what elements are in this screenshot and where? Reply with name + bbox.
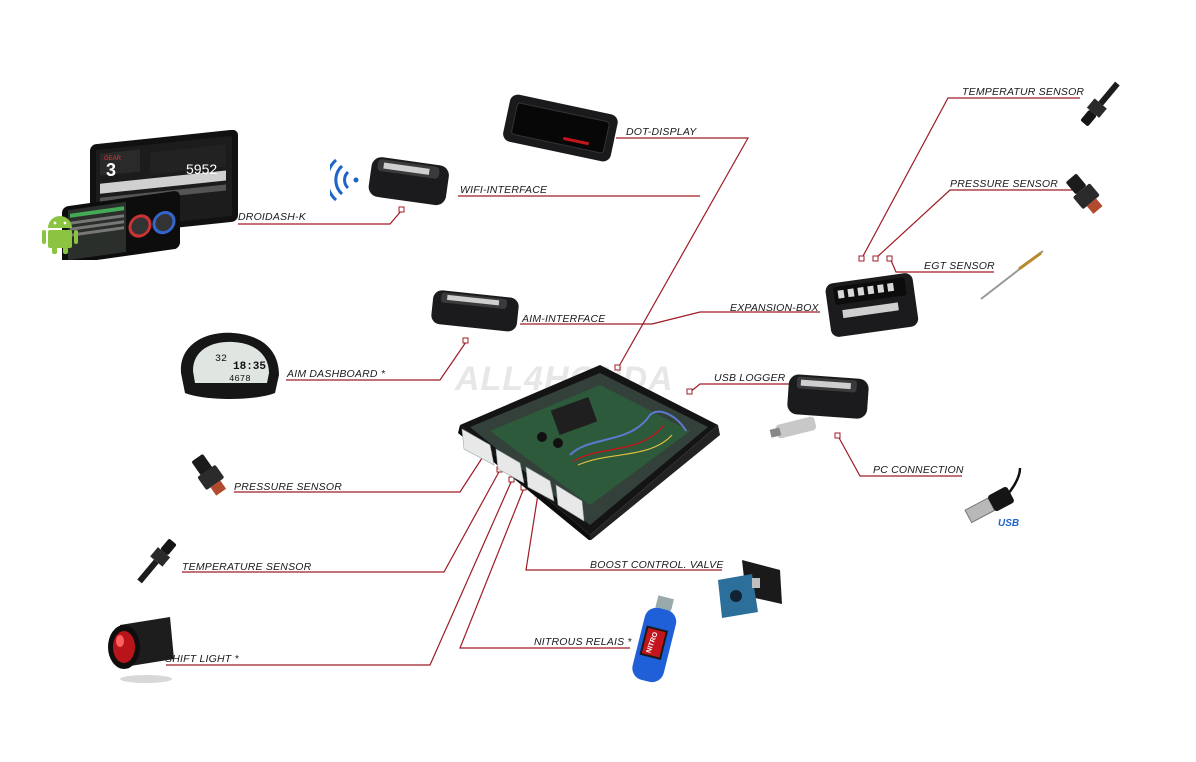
line-boost xyxy=(525,493,722,571)
android-icon xyxy=(42,216,78,254)
dash-value-2: 18:35 xyxy=(233,361,266,373)
line-nitrous xyxy=(459,487,630,649)
line-usb-logger xyxy=(689,383,790,393)
label-shift-light: SHIFT LIGHT * xyxy=(165,653,239,665)
line-droidash xyxy=(238,209,403,225)
label-temperature-sensor-left: TEMPERATURE SENSOR xyxy=(182,561,312,573)
temperatur-sensor-right-device xyxy=(1080,81,1120,126)
line-dot-display xyxy=(616,137,750,369)
label-wifi-interface: WIFI-INTERFACE xyxy=(460,184,548,196)
usb-logo: USB xyxy=(998,518,1019,529)
line-pressure-right xyxy=(875,189,1080,259)
label-expansion-box: EXPANSION-BOX xyxy=(730,302,819,314)
expansion-box-device xyxy=(825,273,919,337)
label-temperatur-sensor-right: TEMPERATUR SENSOR xyxy=(962,86,1085,98)
line-temperatur-right xyxy=(861,97,1080,259)
line-egt xyxy=(889,257,994,273)
line-aim-dashboard xyxy=(286,341,467,381)
ecu-unit xyxy=(458,365,720,540)
egt-sensor-device xyxy=(980,250,1044,300)
dash-value-1: 32 xyxy=(215,354,227,365)
label-nitrous: NITROUS RELAIS * xyxy=(534,636,632,648)
aim-dashboard-device: 32 18:35 4678 xyxy=(180,332,279,399)
pressure-sensor-right-device xyxy=(1066,174,1103,214)
boost-valve-device xyxy=(718,560,782,618)
pressure-sensor-left-device xyxy=(192,454,227,496)
label-dot-display: DOT-DISPLAY xyxy=(626,126,697,138)
label-aim-dashboard: AIM DASHBOARD * xyxy=(287,368,386,380)
tablet-gear-label: GEAR xyxy=(104,156,122,162)
dash-value-3: 4678 xyxy=(229,374,251,384)
line-pc-connection xyxy=(837,435,962,477)
label-boost: BOOST CONTROL. VALVE xyxy=(590,559,724,571)
dot-display-device xyxy=(503,94,618,162)
label-aim-interface: AIM-INTERFACE xyxy=(522,313,606,325)
usb-logger-device xyxy=(769,374,869,439)
shift-light-device xyxy=(108,617,174,683)
temperature-sensor-left-device xyxy=(137,539,177,584)
label-pc-connection: PC CONNECTION xyxy=(873,464,964,476)
label-usb-logger: USB LOGGER xyxy=(714,372,786,384)
line-temperature-left xyxy=(182,469,501,573)
line-shift-light xyxy=(166,479,513,666)
label-droidash: DROIDASH-K xyxy=(238,211,306,223)
wifi-interface-device xyxy=(330,157,449,206)
line-expansion-box xyxy=(651,311,820,325)
wifi-icon xyxy=(330,158,359,202)
line-pressure-left xyxy=(234,451,487,493)
label-pressure-sensor-right: PRESSURE SENSOR xyxy=(950,178,1059,190)
tablet-gear: 3 xyxy=(106,160,116,180)
usb-plug-icon: USB xyxy=(964,467,1022,529)
tablet-rpm: 5952 xyxy=(186,161,217,177)
aim-interface-device xyxy=(431,290,519,332)
label-pressure-sensor-left: PRESSURE SENSOR xyxy=(234,481,343,493)
tablet-device: GEAR 3 5952 xyxy=(42,130,238,260)
label-egt-sensor: EGT SENSOR xyxy=(924,260,995,272)
nitro-bottle-device: NITRO xyxy=(632,595,677,683)
